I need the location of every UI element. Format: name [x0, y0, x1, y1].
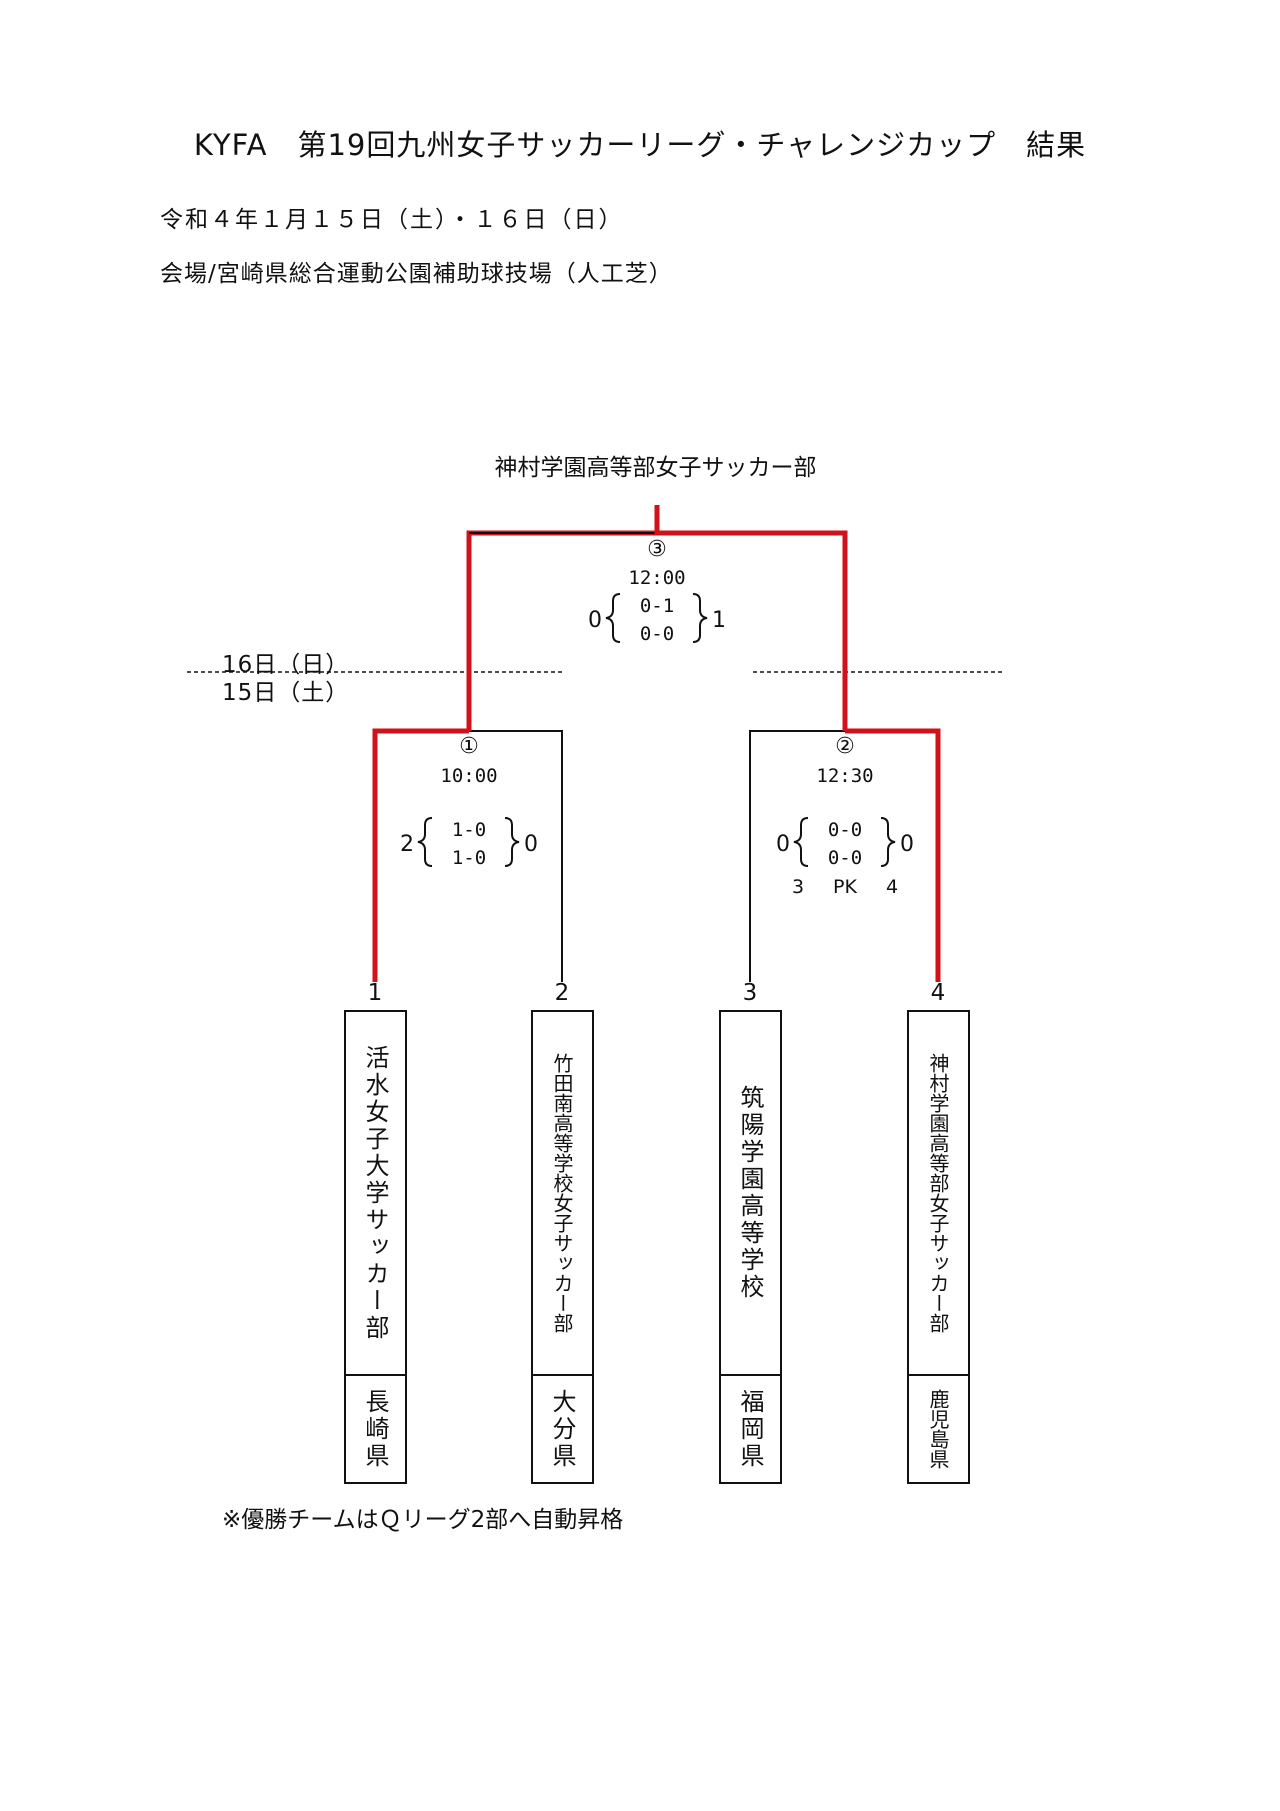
match3-half2: 0-0	[640, 623, 674, 645]
match2-half2: 0-0	[828, 847, 862, 869]
team-name: 活水女子大学サッカー部	[361, 1044, 389, 1342]
match2-left-brace	[793, 817, 809, 867]
match3-half1: 0-1	[640, 595, 674, 617]
match2-pk-label: PK	[833, 876, 857, 898]
team-box-3: 筑陽学園高等学校 福岡県	[719, 1010, 782, 1484]
match1-right-brace	[504, 817, 520, 867]
match1-time: 10:00	[440, 765, 497, 787]
bracket-line-seed1-winner	[372, 728, 469, 982]
team-name: 神村学園高等部女子サッカー部	[926, 1053, 950, 1333]
seed-number-2: 2	[554, 980, 570, 1006]
match1-half2: 1-0	[452, 847, 486, 869]
match2-half1: 0-0	[828, 819, 862, 841]
seed-number-1: 1	[367, 980, 383, 1006]
match1-left-brace	[417, 817, 433, 867]
match2-right-brace	[880, 817, 896, 867]
match2-right-total: 0	[900, 832, 914, 857]
team-box-4: 神村学園高等部女子サッカー部 鹿児島県	[907, 1010, 970, 1484]
document-title: KYFA 第19回九州女子サッカーリーグ・チャレンジカップ 結果	[193, 128, 1087, 162]
match1-number: ①	[459, 734, 479, 759]
team-prefecture: 長崎県	[361, 1388, 389, 1470]
bracket-line-seed3	[749, 730, 845, 982]
team-name: 竹田南高等学校女子サッカー部	[550, 1053, 574, 1333]
bracket-line-final-left	[466, 530, 657, 731]
event-date: 令和４年１月１５日（土）・１６日（日）	[160, 207, 624, 233]
match2-pk-right: 4	[886, 876, 898, 898]
match1-left-total: 2	[400, 832, 414, 857]
match3-right-total: 1	[712, 608, 726, 633]
seed-number-3: 3	[742, 980, 758, 1006]
match3-left-total: 0	[588, 608, 602, 633]
match2-left-total: 0	[776, 832, 790, 857]
team-box-2: 竹田南高等学校女子サッカー部 大分県	[531, 1010, 594, 1484]
team-prefecture: 福岡県	[736, 1388, 764, 1470]
day-label-day2: 16日（日）	[222, 652, 350, 678]
team-name: 筑陽学園高等学校	[736, 1085, 764, 1301]
team-prefecture: 大分県	[548, 1388, 576, 1470]
team-box-1: 活水女子大学サッカー部 長崎県	[344, 1010, 407, 1484]
match3-number: ③	[647, 537, 667, 562]
seed-number-4: 4	[930, 980, 946, 1006]
bracket-line-seed2	[469, 730, 563, 982]
footnote: ※優勝チームはＱリーグ2部へ自動昇格	[222, 1507, 624, 1533]
match1-half1: 1-0	[452, 819, 486, 841]
match3-time: 12:00	[628, 567, 685, 589]
day-label-day1: 15日（土）	[222, 680, 350, 706]
champion-name: 神村学園高等部女子サッカー部	[494, 455, 817, 481]
match2-number: ②	[835, 734, 855, 759]
match1-right-total: 0	[524, 832, 538, 857]
bracket-line-seed4-winner	[845, 728, 941, 982]
team-prefecture: 鹿児島県	[926, 1389, 950, 1469]
bracket-line-final-right-winner	[654, 505, 848, 731]
match3-right-brace	[692, 593, 708, 643]
match2-pk-left: 3	[792, 876, 804, 898]
event-venue: 会場/宮崎県総合運動公園補助球技場（人工芝）	[160, 261, 673, 287]
match2-time: 12:30	[816, 765, 873, 787]
match3-left-brace	[605, 593, 621, 643]
